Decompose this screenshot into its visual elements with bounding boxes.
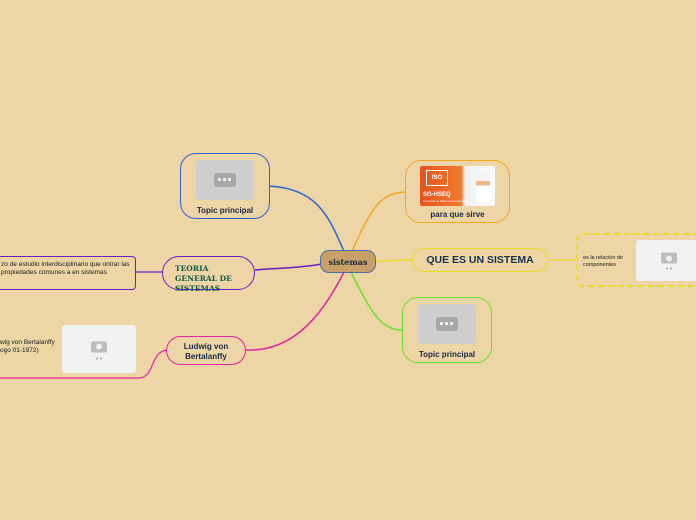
image-title: SG-HSEQ (423, 192, 451, 198)
image-caption: Creemos en hacer las cosas bien (423, 199, 468, 203)
image-placeholder-icon (62, 325, 136, 373)
image-placeholder-icon (636, 240, 696, 281)
topic-label: TEORIA GENERAL DE SISTEMAS (175, 264, 232, 294)
link-left-middle (254, 263, 323, 271)
topic-label: QUE ES UN SISTEMA (426, 254, 534, 266)
link-right-middle (375, 259, 413, 262)
topic-left-top[interactable]: Topic principal (180, 153, 270, 219)
subtopic-text: es la relación de componentes (583, 255, 624, 269)
camera-icon (91, 341, 107, 353)
link-left-bottom (245, 271, 345, 351)
subtopic-left-bottom-text: wig von Bertalanffy ogo 01-1972) (0, 339, 55, 355)
topic-label: para que sirve (430, 210, 485, 219)
camera-icon (661, 252, 677, 264)
subtopic-right-middle[interactable]: es la relación de componentes (576, 233, 696, 287)
iso-badge: ISO (426, 170, 448, 186)
sg-hseq-image: ISO SG-HSEQ Creemos en hacer las cosas b… (420, 166, 495, 206)
subtopic-left-middle[interactable]: zo de estudio interdisciplinario que ont… (0, 256, 136, 290)
topic-right-middle[interactable]: QUE ES UN SISTEMA (412, 248, 548, 272)
subtopic-text: zo de estudio interdisciplinario que ont… (1, 261, 130, 277)
link-left-top (267, 185, 347, 257)
topic-right-top[interactable]: ISO SG-HSEQ Creemos en hacer las cosas b… (405, 160, 510, 223)
link-left-bottom-sub (0, 349, 168, 379)
image-placeholder-icon (418, 304, 476, 344)
central-topic[interactable]: sistemas (320, 250, 376, 273)
topic-label: Topic principal (196, 206, 254, 215)
topic-label: Ludwig von Bertalanffy (183, 342, 229, 361)
link-right-top (349, 191, 407, 257)
topic-left-middle[interactable]: TEORIA GENERAL DE SISTEMAS (162, 256, 255, 293)
topic-right-bottom[interactable]: Topic principal (402, 297, 492, 363)
link-right-bottom (349, 269, 403, 331)
worker-figure (476, 172, 490, 202)
topic-left-bottom[interactable]: Ludwig von Bertalanffy (166, 336, 246, 365)
topic-label: Topic principal (418, 350, 476, 359)
image-placeholder-icon (196, 160, 254, 200)
